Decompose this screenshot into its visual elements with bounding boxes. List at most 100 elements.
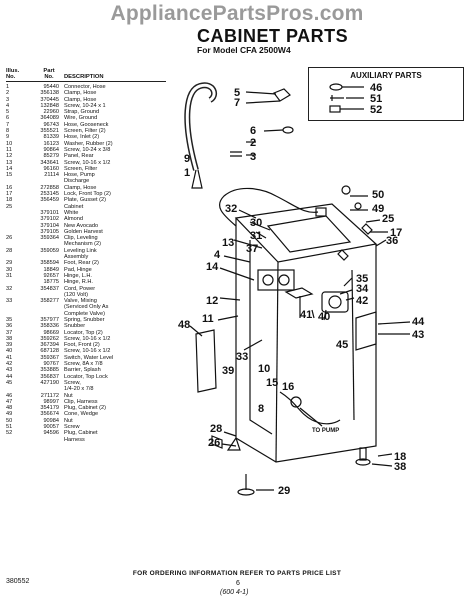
col-illus-header: Illus. No.: [6, 68, 20, 80]
description: Connector, Hose: [64, 84, 106, 90]
part-no: 356837: [40, 373, 59, 380]
part-no: 90984: [43, 417, 59, 424]
rear-foot-29: [237, 488, 255, 496]
part-no: 85279: [43, 153, 59, 160]
part-no: 353885: [40, 367, 59, 374]
part-no: 90057: [43, 424, 59, 431]
snubber: [337, 249, 349, 261]
callout-45: 45: [336, 339, 348, 351]
description: Hinge, R.H.: [64, 279, 93, 286]
description: 1/4-20 x 7/8: [64, 386, 94, 393]
description: Nut: [64, 392, 73, 399]
leader-12: [219, 297, 241, 301]
part-no: 95440: [43, 84, 59, 90]
description: Panel, Rear: [64, 153, 94, 160]
part-no: 22960: [43, 109, 59, 116]
part-no: 21114: [44, 172, 59, 179]
illus-no: 46: [6, 392, 13, 399]
callout-28: 28: [210, 423, 222, 435]
parts-row: Discharge: [6, 178, 166, 184]
callout-35: 35: [356, 273, 368, 285]
parts-row: (Serviced Only As: [6, 304, 166, 310]
description: Cone, Wedge: [64, 411, 99, 418]
callout-33: 33: [236, 351, 248, 363]
callout-36: 36: [386, 235, 398, 247]
col-part-header: Part No.: [43, 68, 55, 80]
leader-18: [377, 453, 393, 457]
illus-no: 10: [6, 140, 13, 147]
illus-no: 14: [6, 165, 13, 172]
part-no: 81339: [43, 134, 59, 141]
connector-hose: [230, 151, 242, 157]
callout-17: 17: [390, 227, 402, 239]
part-no: 16123: [43, 140, 59, 147]
aux-plug-52: [329, 105, 341, 113]
illus-no: 3: [6, 96, 10, 103]
description: Cabinet: [64, 203, 84, 210]
illus-no: 45: [6, 379, 13, 386]
leader-32: [238, 209, 257, 219]
illus-no: 48: [6, 405, 13, 412]
illus-no: 30: [6, 266, 13, 273]
part-no: 356459: [40, 197, 59, 204]
page-title: CABINET PARTS: [197, 26, 349, 46]
illus-no: 8: [6, 128, 10, 135]
description: Leveling Link: [64, 247, 97, 254]
callout-34: 34: [356, 283, 369, 295]
description: Hose, Gooseneck: [64, 121, 109, 128]
part-no: 358336: [40, 323, 59, 330]
illus-no: 47: [6, 398, 13, 405]
callout-40: 40: [318, 311, 330, 323]
illus-no: 39: [6, 342, 13, 349]
callout-32: 32: [225, 203, 237, 215]
rear-panel-line: [249, 240, 273, 435]
leader-6: [263, 129, 284, 132]
water-level-switch: [321, 291, 349, 313]
part-no: 359367: [40, 354, 59, 361]
callout-48: 48: [178, 319, 190, 331]
description: Screw,: [64, 379, 81, 386]
description: Plate, Gusset (2): [64, 197, 106, 204]
part-no: 90767: [43, 361, 59, 368]
parts-row: 36 358336 Snubber: [6, 323, 166, 329]
description: Lock, Front Top (2): [64, 191, 111, 198]
description: Hose, Pump: [64, 172, 95, 179]
description: Discharge: [64, 178, 90, 185]
illus-no: 36: [6, 323, 13, 330]
leader-41: [311, 309, 315, 319]
illus-no: 52: [6, 430, 13, 437]
leader-5: [245, 91, 277, 95]
leader-35: [339, 289, 353, 295]
part-no: 98997: [43, 398, 59, 405]
illus-no: 17: [6, 191, 13, 198]
callout-13: 13: [222, 237, 234, 249]
callout-6: 6: [250, 125, 256, 137]
illus-no: 33: [6, 298, 13, 305]
callout-43: 43: [412, 329, 424, 341]
description: Snubber: [64, 323, 86, 330]
part-no: 92657: [43, 272, 59, 279]
description: Plug, Cabinet: [64, 430, 98, 437]
front-foot-base: [355, 458, 371, 466]
callout-37: 37: [246, 243, 258, 255]
clamp-part: [282, 126, 294, 134]
leader-40: [323, 309, 327, 321]
illus-no: 51: [6, 424, 13, 431]
callout-5: 5: [234, 87, 240, 99]
leader-31: [255, 231, 267, 239]
leader-48: [189, 325, 203, 337]
callout-12: 12: [206, 295, 218, 307]
part-no: 90864: [43, 146, 59, 153]
valve-inlet-2: [278, 274, 290, 286]
